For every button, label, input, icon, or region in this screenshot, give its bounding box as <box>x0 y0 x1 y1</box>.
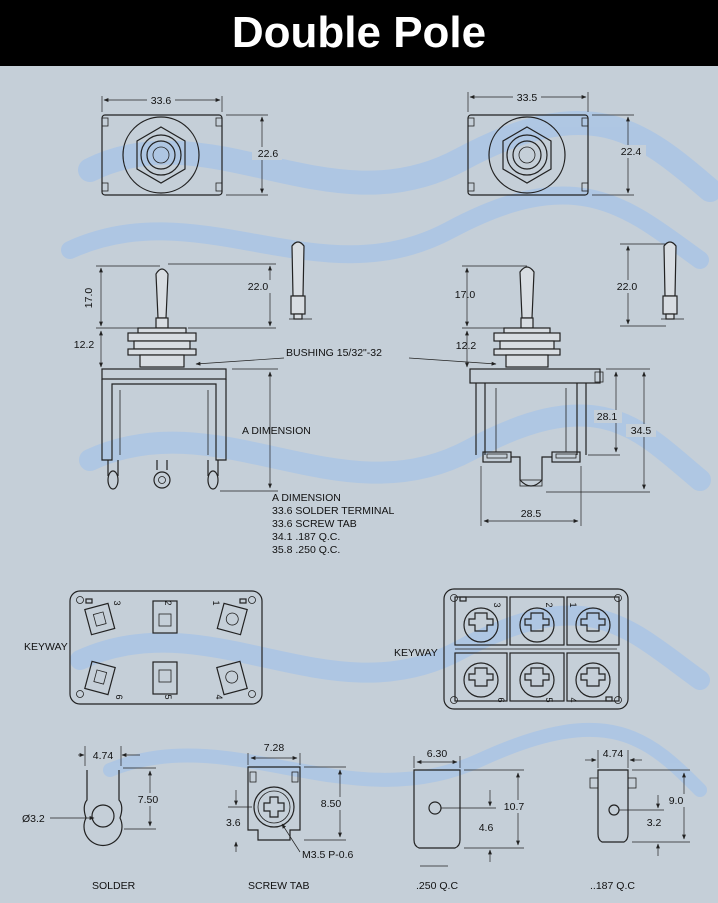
terminal-number: 5 <box>163 694 173 699</box>
a-dimension-row: 34.1 .187 Q.C. <box>272 531 340 543</box>
top-right-height-label: 22.4 <box>621 146 642 158</box>
right-lever-length-label: 17.0 <box>455 289 476 301</box>
terminal-number: 2 <box>163 600 173 605</box>
top-right-width-label: 33.5 <box>517 92 538 104</box>
top-left-width-label: 33.6 <box>151 95 172 107</box>
terminal-number: 1 <box>211 600 221 605</box>
qc187-label: ..187 Q.C <box>590 880 635 892</box>
bushing-label: BUSHING 15/32"-32 <box>286 347 382 359</box>
qc187-hole-offset-label: 3.2 <box>647 817 662 829</box>
screw-tab-label: SCREW TAB <box>248 880 309 892</box>
screw-tab-width-label: 7.28 <box>264 742 285 754</box>
page-title: Double Pole <box>231 8 487 57</box>
solder-width-label: 4.74 <box>93 750 114 762</box>
a-dimension-row: 33.6 SCREW TAB <box>272 518 357 530</box>
a-dimension-row: 35.8 .250 Q.C. <box>272 544 340 556</box>
terminal-number: 3 <box>492 602 502 607</box>
qc187-width-label: 4.74 <box>603 748 624 760</box>
top-left-height-label: 22.6 <box>258 148 279 160</box>
a-dimension-title: A DIMENSION <box>272 492 341 504</box>
qc250-width-label: 6.30 <box>427 748 448 760</box>
terminal-number: 4 <box>568 697 578 702</box>
terminal-screw-tab: 7.28 8.50 3.6 M3.5 P-0.6 SCREW TAB <box>226 742 354 892</box>
solder-height-label: 7.50 <box>138 794 159 806</box>
screw-spec-label: M3.5 P-0.6 <box>302 849 354 861</box>
terminal-solder: 4.74 7.50 Ø3.2 SOLDER <box>22 746 162 892</box>
terminal-number: 3 <box>112 600 122 605</box>
terminal-number: 2 <box>544 602 554 607</box>
right-bushing-height-label: 12.2 <box>456 340 477 352</box>
keyway-label-right: KEYWAY <box>394 647 438 659</box>
keyway-label-left: KEYWAY <box>24 641 68 653</box>
right-total-height-label: 34.5 <box>631 425 652 437</box>
terminal-number: 4 <box>214 694 224 699</box>
qc187-height-label: 9.0 <box>669 795 684 807</box>
side-view-left: 17.0 12.2 22.0 A DIMENSION A DIMENSION 3… <box>74 241 497 556</box>
terminal-number: 5 <box>544 697 554 702</box>
qc250-hole-offset-label: 4.6 <box>479 822 494 834</box>
a-dimension-label: A DIMENSION <box>242 425 311 437</box>
terminal-qc187: 4.74 9.0 3.2 ..187 Q.C <box>585 748 692 892</box>
right-body-height-label: 28.1 <box>597 411 618 423</box>
terminal-number: 1 <box>568 602 578 607</box>
terminal-number: 6 <box>114 694 124 699</box>
top-view-left: 33.6 22.6 <box>101 94 282 196</box>
bottom-view-left: 3 2 1 6 5 4 KEYWAY <box>24 590 263 705</box>
left-bushing-height-label: 12.2 <box>74 339 95 351</box>
solder-label: SOLDER <box>92 880 136 892</box>
bottom-view-right: 3 2 1 6 5 4 KEYWAY <box>394 588 629 710</box>
watermark-waves <box>61 110 718 797</box>
left-lever-height-label: 22.0 <box>248 281 269 293</box>
side-view-right: 17.0 12.2 22.0 28.1 34.5 28.5 <box>455 241 684 526</box>
header-bar: Double Pole <box>0 0 718 66</box>
terminal-qc250: 6.30 10.7 4.6 .250 Q.C <box>413 748 528 892</box>
a-dimension-row: 33.6 SOLDER TERMINAL <box>272 505 395 517</box>
left-lever-length-label: 17.0 <box>83 288 95 309</box>
qc250-height-label: 10.7 <box>504 801 525 813</box>
right-body-width-label: 28.5 <box>521 508 542 520</box>
top-view-right: 33.5 22.4 <box>467 91 646 196</box>
screw-tab-height-label: 8.50 <box>321 798 342 810</box>
qc250-label: .250 Q.C <box>416 880 458 892</box>
solder-hole-label: Ø3.2 <box>22 813 45 825</box>
technical-drawing: 33.6 22.6 33.5 22.4 <box>22 91 718 892</box>
terminal-number: 6 <box>496 697 506 702</box>
right-lever-height-label: 22.0 <box>617 281 638 293</box>
screw-tab-offset-label: 3.6 <box>226 817 241 829</box>
